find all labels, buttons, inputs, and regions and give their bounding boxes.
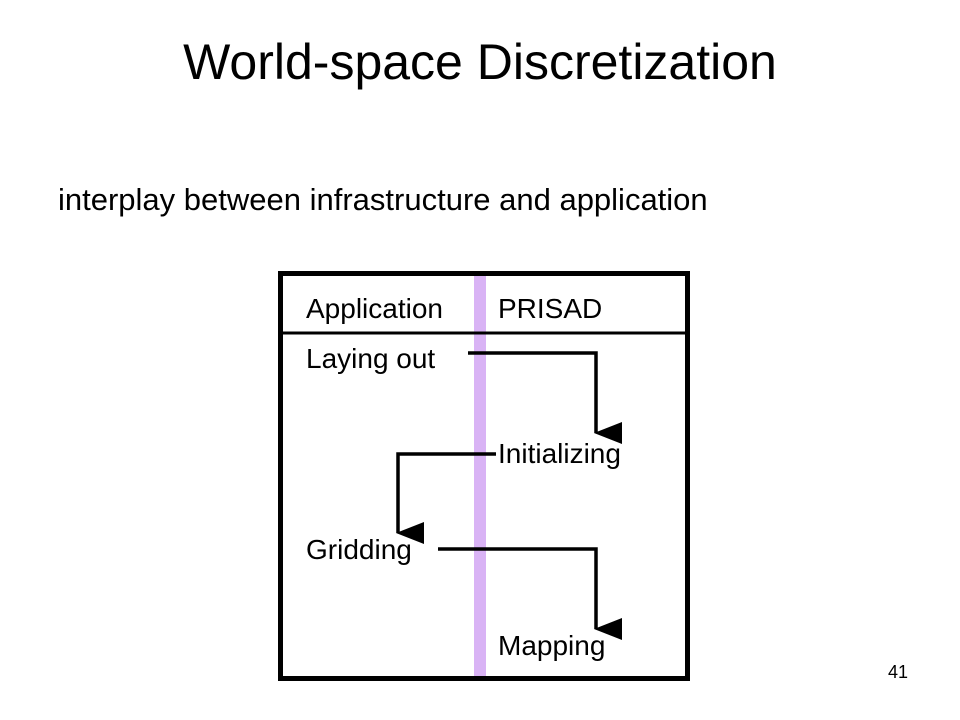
step-mapping: Mapping xyxy=(498,630,605,661)
slide-subtitle: interplay between infrastructure and app… xyxy=(58,182,708,217)
page-number: 41 xyxy=(887,662,908,682)
step-laying-out: Laying out xyxy=(306,343,435,374)
arrow-gridding-to-mapping xyxy=(438,547,622,640)
slide-title: World-space Discretization xyxy=(183,34,777,90)
arrow-initializing-to-gridding xyxy=(396,452,496,544)
arrow-laying-out-to-initializing xyxy=(468,351,622,444)
diagram-frame xyxy=(278,271,690,681)
step-initializing: Initializing xyxy=(498,438,621,469)
header-application: Application xyxy=(306,293,443,324)
column-divider xyxy=(474,275,486,677)
flow-diagram-svg: Application PRISAD Laying out Initializi… xyxy=(278,271,690,681)
header-prisad: PRISAD xyxy=(498,293,602,324)
flow-diagram: Application PRISAD Laying out Initializi… xyxy=(278,271,690,681)
step-gridding: Gridding xyxy=(306,534,412,565)
